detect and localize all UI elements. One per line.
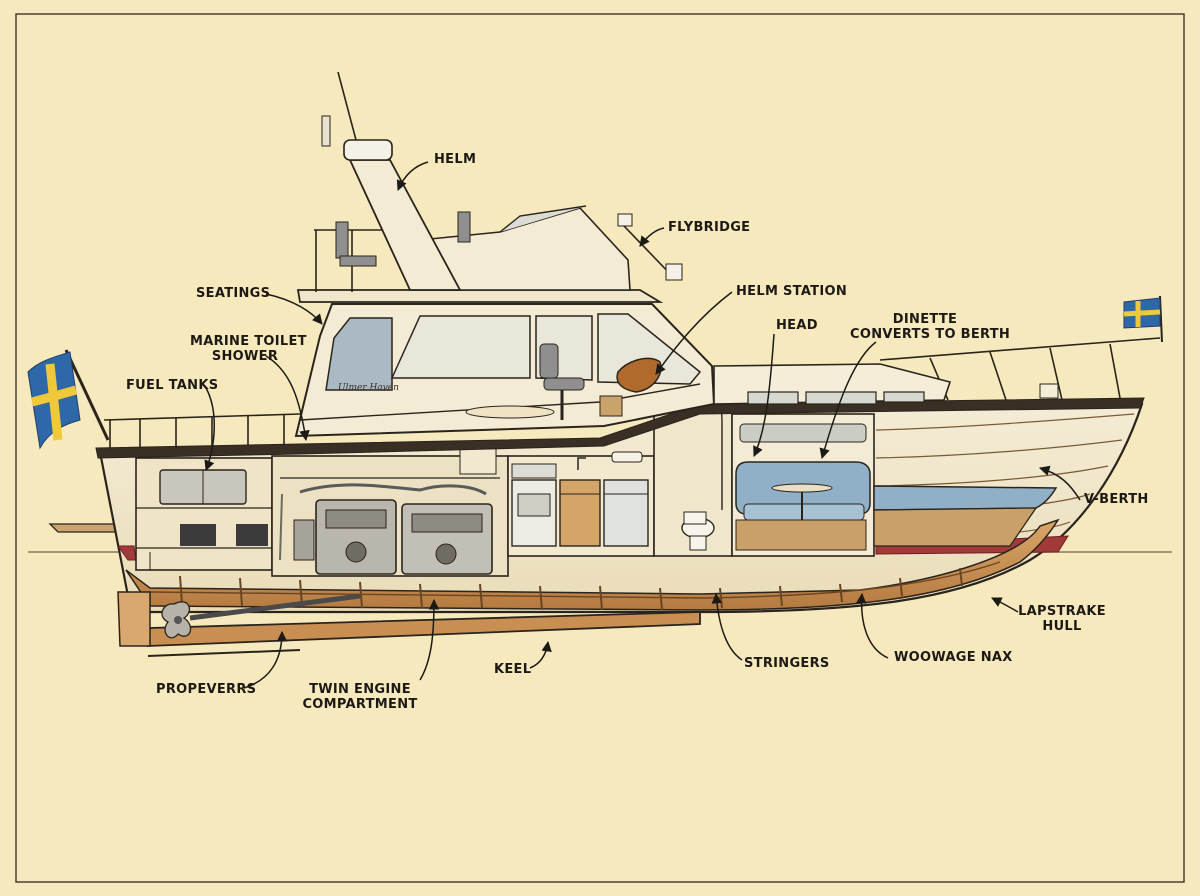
engine-compartment <box>271 445 509 577</box>
stringer-lines <box>149 561 1001 599</box>
label-twin-engine-block: TWIN ENGINE COMPARTMENT <box>300 682 420 712</box>
label-propeverrs: PROPEVERRS <box>156 682 257 697</box>
leader-v-berth <box>1038 465 1081 501</box>
dinette <box>731 413 875 557</box>
v-berth <box>873 485 1058 547</box>
label-flybridge: FLYBRIDGE <box>668 220 751 235</box>
label-head: HEAD <box>776 318 818 333</box>
label-lapstrake: LAPSTRAKE <box>1018 604 1106 619</box>
label-marine-toilet: MARINE TOILET <box>190 334 307 349</box>
flybridge-helm-seat <box>457 211 471 243</box>
frame-border <box>15 13 1185 883</box>
label-converts-to-berth: CONVERTS TO BERTH <box>850 327 1011 342</box>
stern-railing <box>103 413 301 448</box>
leader-keel <box>529 640 552 669</box>
leader-stringers <box>711 592 743 661</box>
hull-bilge-wood <box>125 518 1060 611</box>
label-hull: HULL <box>1042 619 1082 634</box>
leader-lapstrake <box>991 597 1019 613</box>
forward-cabin-ports <box>747 391 925 405</box>
cabin-side-window <box>325 317 393 391</box>
leader-helm <box>396 161 429 191</box>
helm-wheel <box>599 357 662 417</box>
label-shower: SHOWER <box>211 349 279 364</box>
galley <box>507 451 655 557</box>
leader-marine-toilet <box>265 355 310 442</box>
label-v-berth: V-BERTH <box>1084 492 1149 507</box>
fuel-tank-compartment <box>135 457 273 571</box>
label-twin-engine: TWIN ENGINE <box>309 682 411 697</box>
skeg <box>147 649 301 657</box>
label-marine-toilet-shower: MARINE TOILET SHOWER <box>190 334 307 364</box>
leader-seatings <box>265 293 323 325</box>
label-stringers: STRINGERS <box>744 656 830 671</box>
leader-dinette <box>819 341 877 460</box>
label-seatings: SEATINGS <box>196 286 271 301</box>
rudder <box>117 591 151 647</box>
radar-mast <box>321 71 462 291</box>
label-lapstrake-hull: LAPSTRAKE HULL <box>1014 604 1110 634</box>
label-dinette-block: DINETTE CONVERTS TO BERTH <box>850 312 1011 342</box>
leader-twin-engine <box>419 598 440 681</box>
label-helm: HELM <box>434 152 477 167</box>
label-compartment: COMPARTMENT <box>302 697 418 712</box>
lower-helm-seat <box>539 343 585 420</box>
sheer-line <box>95 397 1145 459</box>
stern-flag <box>27 349 110 450</box>
leader-head <box>753 333 775 457</box>
bow-cleat <box>1039 383 1059 399</box>
leader-woowage-nax <box>856 592 889 659</box>
leader-fuel-tanks <box>204 387 215 471</box>
flybridge-windscreen <box>499 205 587 233</box>
label-dinette: DINETTE <box>892 312 958 327</box>
leader-flybridge <box>639 227 665 247</box>
label-woowage-nax: WOOWAGE NAX <box>894 650 1013 665</box>
leader-helm-station <box>655 291 733 375</box>
flybridge-antenna <box>617 213 683 281</box>
stern-script-name: Ulmer Haven <box>338 383 399 393</box>
flybridge-seat <box>335 221 377 267</box>
propeller-assembly <box>161 593 361 639</box>
bow-flag <box>1123 295 1163 343</box>
salon-table <box>465 405 555 419</box>
label-keel: KEEL <box>494 662 532 677</box>
label-fuel-tanks: FUEL TANKS <box>126 378 219 393</box>
label-helm-station: HELM STATION <box>736 284 848 299</box>
leader-propeverrs <box>243 630 288 689</box>
